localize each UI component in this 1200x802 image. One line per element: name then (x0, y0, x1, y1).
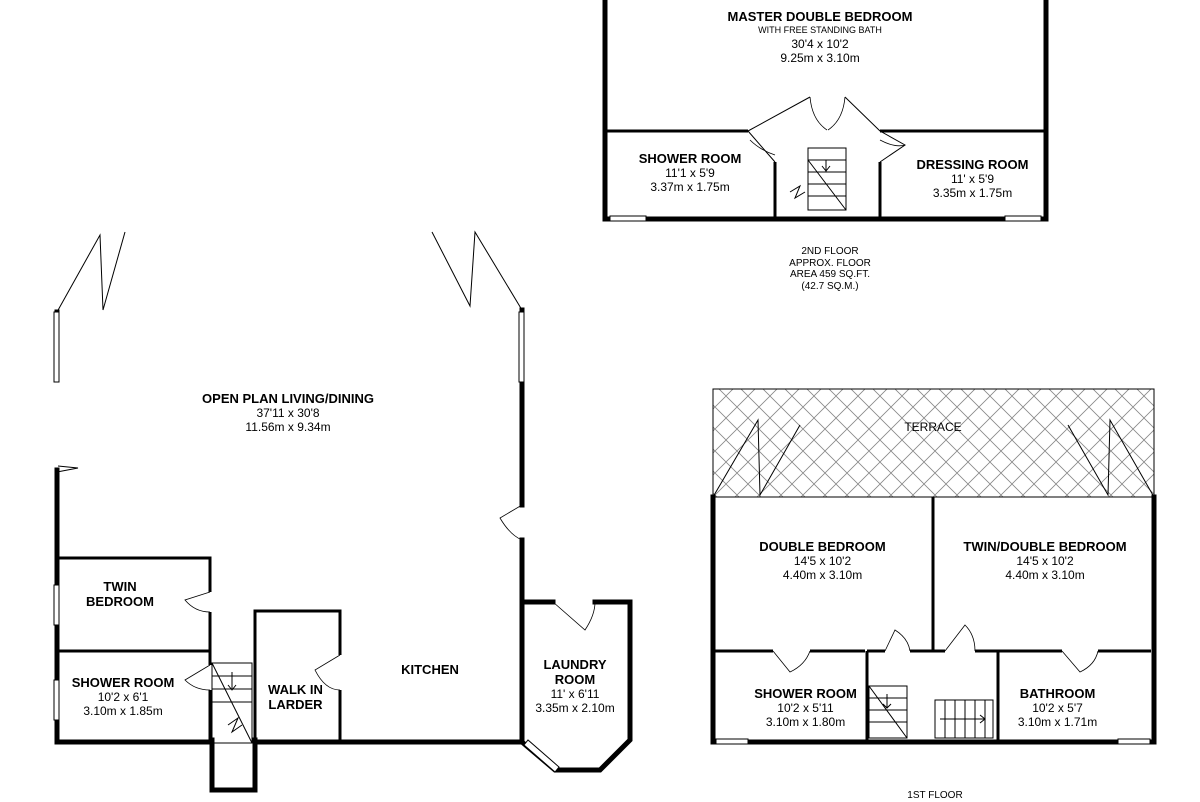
room-bathroom-label: BATHROOM 10'2 x 5'7 3.10m x 1.71m (1000, 686, 1115, 730)
bifold-door-right (431, 230, 523, 311)
room-laundry-label: LAUNDRY ROOM 11' x 6'11 3.35m x 2.10m (525, 657, 625, 715)
room-shower-ground-label: SHOWER ROOM 10'2 x 6'1 3.10m x 1.85m (58, 675, 188, 719)
room-name: OPEN PLAN LIVING/DINING (202, 391, 374, 406)
room-dim-imperial: 11'1 x 5'9 (665, 165, 715, 180)
room-name: TERRACE (904, 420, 962, 434)
caption-line: (42.7 SQ.M.) (801, 280, 859, 292)
room-dim-imperial: 14'5 x 10'2 (1016, 553, 1074, 568)
room-name: DRESSING ROOM (916, 157, 1029, 172)
room-larder-label: WALK IN LARDER (258, 682, 333, 713)
room-name: SHOWER ROOM (71, 675, 175, 690)
room-name: BEDROOM (86, 593, 154, 609)
room-name: WALK IN (268, 682, 323, 697)
room-twin-double-label: TWIN/DOUBLE BEDROOM 14'5 x 10'2 4.40m x … (945, 539, 1145, 583)
room-dim-imperial: 11' x 6'11 (550, 686, 600, 701)
caption-line: 1ST FLOOR (907, 790, 963, 801)
room-name: TWIN/DOUBLE BEDROOM (963, 539, 1127, 554)
room-terrace-label: TERRACE (883, 420, 983, 435)
stairs-ground (211, 662, 253, 744)
caption-line: 2ND FLOOR (801, 246, 859, 257)
room-dim-metric: 4.40m x 3.10m (1005, 567, 1085, 582)
room-dim-metric: 3.10m x 1.71m (1017, 714, 1098, 729)
room-name: MASTER DOUBLE BEDROOM (727, 9, 913, 24)
stairs-first (868, 685, 994, 739)
bifold-door-left (56, 231, 126, 313)
room-name: DOUBLE BEDROOM (759, 539, 886, 554)
caption-line: APPROX. FLOOR (789, 257, 871, 269)
caption-line: AREA 459 SQ.FT. (789, 269, 871, 280)
room-name: LAUNDRY (543, 657, 607, 672)
first-floor-plan (710, 388, 1157, 745)
room-dim-metric: 3.37m x 1.75m (650, 179, 730, 194)
room-name: ROOM (554, 671, 596, 687)
room-note: WITH FREE STANDING BATH (758, 24, 882, 35)
room-dim-imperial: 30'4 x 10'2 (791, 37, 849, 52)
room-shower1-label: SHOWER ROOM 10'2 x 5'11 3.10m x 1.80m (738, 686, 873, 730)
room-dim-metric: 11.56m x 9.34m (245, 419, 331, 434)
room-double-label: DOUBLE BEDROOM 14'5 x 10'2 4.40m x 3.10m (745, 539, 900, 583)
room-dim-metric: 3.35m x 2.10m (535, 700, 615, 715)
room-living-label: OPEN PLAN LIVING/DINING 37'11 x 30'8 11.… (188, 391, 388, 435)
room-dim-imperial: 11' x 5'9 (950, 171, 995, 186)
room-name: LARDER (268, 696, 323, 712)
room-name: SHOWER ROOM (754, 686, 857, 701)
second-floor-plan (602, 0, 1049, 222)
stairs-2nd (789, 147, 847, 211)
floor-2-caption: 2ND FLOOR APPROX. FLOOR AREA 459 SQ.FT. … (760, 246, 900, 292)
room-kitchen-label: KITCHEN (380, 662, 480, 678)
room-dim-metric: 3.10m x 1.80m (765, 714, 846, 729)
room-twin-label: TWIN BEDROOM (70, 579, 170, 610)
room-name: KITCHEN (401, 662, 459, 677)
room-dim-imperial: 10'2 x 5'11 (777, 700, 834, 715)
room-dim-metric: 3.10m x 1.85m (83, 703, 163, 718)
room-name: SHOWER ROOM (638, 151, 742, 166)
room-dim-metric: 3.35m x 1.75m (932, 185, 1013, 200)
room-dim-imperial: 10'2 x 5'7 (1032, 700, 1083, 715)
floor-1-caption: 1ST FLOOR (885, 790, 985, 802)
room-name: BATHROOM (1019, 686, 1096, 701)
room-dim-metric: 4.40m x 3.10m (782, 567, 863, 582)
ground-floor-plan (53, 230, 633, 793)
room-dim-imperial: 14'5 x 10'2 (793, 553, 852, 568)
room-dim-imperial: 37'11 x 30'8 (256, 405, 320, 420)
terrace-hatch (712, 388, 1155, 498)
room-dim-metric: 9.25m x 3.10m (780, 51, 860, 66)
room-master-label: MASTER DOUBLE BEDROOM WITH FREE STANDING… (720, 9, 920, 66)
room-shower2-label: SHOWER ROOM 11'1 x 5'9 3.37m x 1.75m (610, 151, 770, 195)
room-name: TWIN (103, 579, 137, 594)
room-dim-imperial: 10'2 x 6'1 (97, 689, 149, 704)
room-dressing-label: DRESSING ROOM 11' x 5'9 3.35m x 1.75m (895, 157, 1050, 201)
